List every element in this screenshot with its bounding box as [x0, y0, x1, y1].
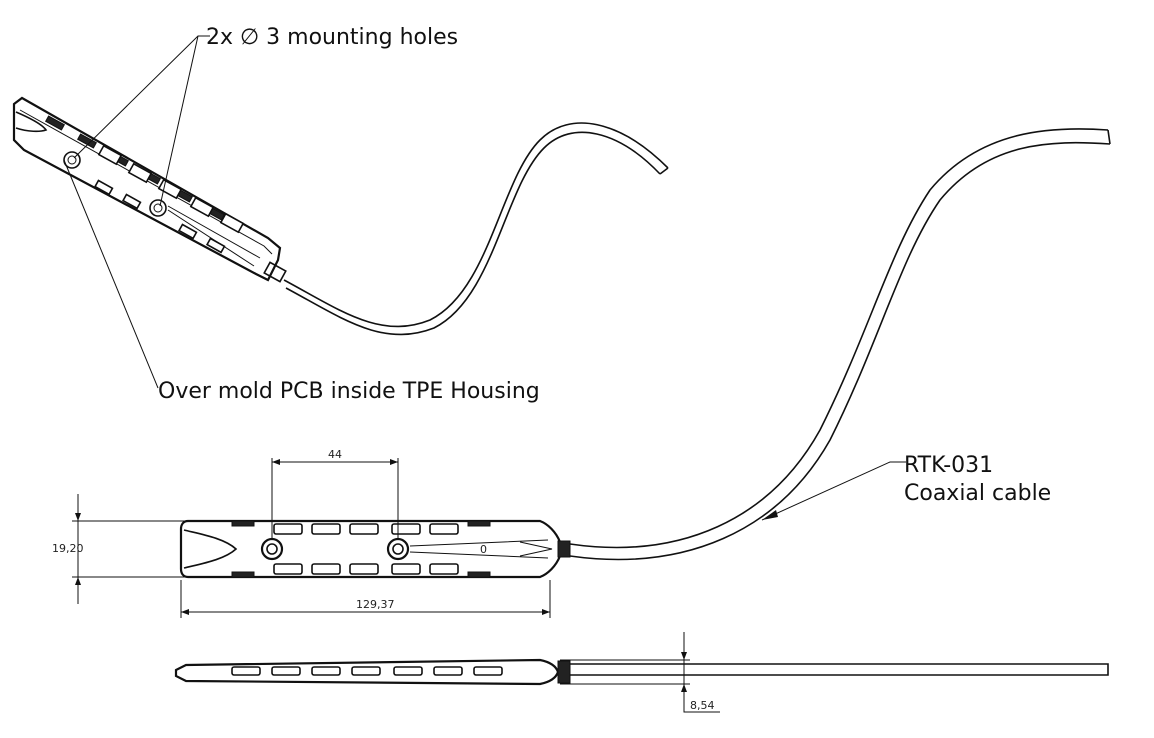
- side-connector: [557, 660, 571, 684]
- plan-front-pocket: [183, 529, 238, 569]
- holes-callout-text: 2x ∅ 3 mounting holes: [206, 25, 458, 50]
- plan-housing-outline: [179, 519, 562, 579]
- plan-cable: [569, 128, 1111, 561]
- iso-mounting-hole-2: [149, 199, 167, 217]
- iso-mounting-hole-1: [63, 151, 81, 169]
- plan-wedge-feature: [409, 539, 553, 559]
- iso-mounting-hole-2-inner: [153, 203, 163, 213]
- cable-callout-line2: Coaxial cable: [904, 481, 1051, 506]
- plan-connector: [557, 540, 571, 558]
- side-slots: [231, 666, 503, 676]
- cable-callout-arrow: [762, 510, 778, 520]
- plan-mounting-hole-1: [260, 537, 284, 561]
- overmold-callout-leader: [63, 159, 159, 389]
- iso-connector: [263, 261, 287, 283]
- dim-height-text: 19,20: [52, 542, 84, 555]
- plan-top-slots: [231, 520, 491, 535]
- plan-mounting-hole-2-inner: [392, 543, 404, 555]
- iso-cable-end: [659, 167, 669, 175]
- dim-thickness: [560, 632, 720, 713]
- dim-height: [72, 494, 186, 604]
- iso-cable: [283, 122, 669, 328]
- side-cable: [570, 663, 1109, 676]
- iso-cable-edge: [285, 131, 661, 336]
- plan-view: 0: [179, 519, 571, 579]
- isometric-view: [12, 96, 669, 336]
- cable-callout-leader: [761, 461, 906, 521]
- overmold-callout-text: Over mold PCB inside TPE Housing: [158, 379, 540, 404]
- dim-length: [180, 580, 551, 618]
- iso-front-pocket: [15, 111, 48, 133]
- holes-callout-leaders: [73, 35, 210, 207]
- dim-hole-spacing: [271, 458, 399, 538]
- plan-mounting-hole-1-inner: [266, 543, 278, 555]
- plan-bottom-slots: [231, 563, 491, 578]
- iso-wedge-feature: [167, 205, 261, 267]
- plan-mounting-hole-2: [386, 537, 410, 561]
- iso-housing-front-face: [13, 139, 269, 281]
- dim-hole-spacing-text: 44: [328, 448, 342, 461]
- cable-callout-line1: RTK-031: [904, 453, 993, 478]
- side-view: [174, 658, 1109, 686]
- dim-length-text: 129,37: [356, 598, 395, 611]
- iso-bottom-slots: [93, 179, 226, 254]
- iso-mounting-hole-1-inner: [67, 155, 77, 165]
- dim-thickness-text: 8,54: [690, 699, 715, 712]
- plan-center-mark: 0: [480, 543, 487, 556]
